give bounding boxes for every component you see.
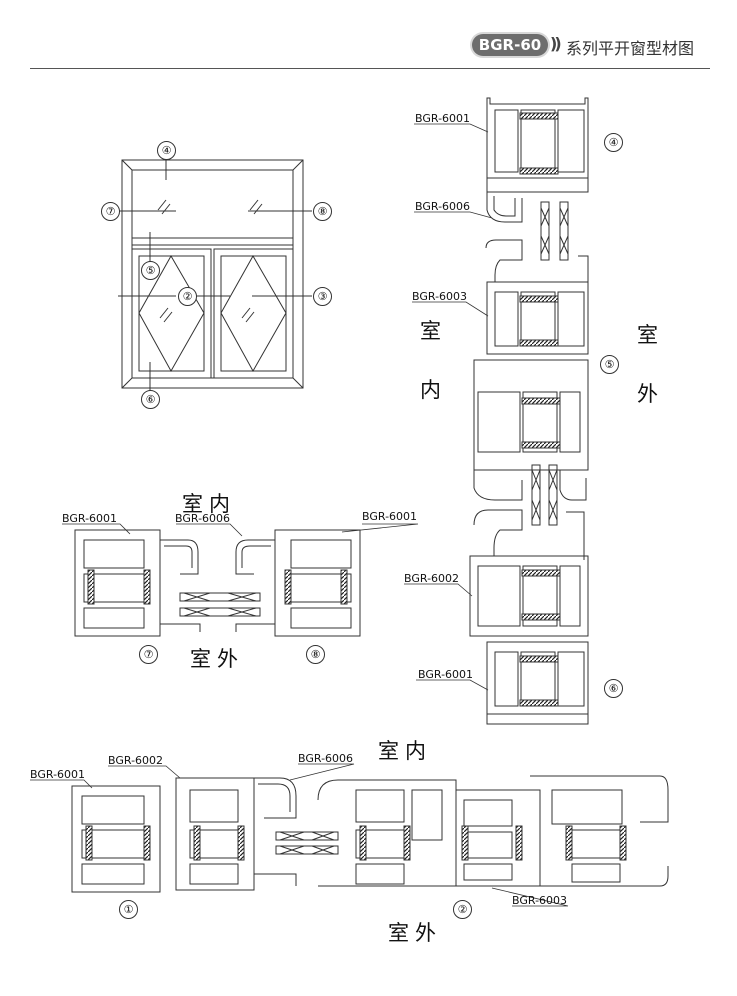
profile-label: BGR-6001 bbox=[30, 768, 86, 781]
vertical-section bbox=[469, 97, 589, 725]
label-outdoor-mid: 室外 bbox=[190, 647, 244, 671]
series-badge: BGR-60 bbox=[472, 34, 548, 56]
profile-label: BGR-6001 bbox=[362, 510, 418, 523]
profile-label: BGR-6006 bbox=[415, 200, 471, 213]
page-header: BGR-60 )) 系列平开窗型材图 bbox=[0, 0, 737, 72]
page-title: 系列平开窗型材图 bbox=[566, 39, 695, 58]
profile-label: BGR-6001 bbox=[418, 668, 474, 681]
profile-label: BGR-6002 bbox=[404, 572, 460, 585]
marker-2: ② bbox=[178, 287, 197, 306]
bottom-section bbox=[71, 775, 669, 893]
marker-5: ⑤ bbox=[600, 355, 619, 374]
marker-8: ⑧ bbox=[306, 645, 325, 664]
series-arrows: )) bbox=[550, 34, 562, 53]
marker-5: ⑤ bbox=[141, 261, 160, 280]
profile-label: BGR-6003 bbox=[412, 290, 468, 303]
leader-lines bbox=[30, 123, 569, 907]
side-section bbox=[74, 529, 361, 637]
profile-label: BGR-6001 bbox=[62, 512, 118, 525]
marker-6: ⑥ bbox=[604, 679, 623, 698]
label-indoor-mid: 室内 bbox=[182, 492, 236, 516]
profile-label: BGR-6003 bbox=[512, 894, 568, 907]
marker-7: ⑦ bbox=[101, 202, 120, 221]
profile-label: BGR-6001 bbox=[415, 112, 471, 125]
profile-label: BGR-6006 bbox=[175, 512, 231, 525]
marker-2: ② bbox=[453, 900, 472, 919]
profile-label: BGR-6006 bbox=[298, 752, 354, 765]
header-divider bbox=[30, 68, 710, 69]
window-elevation bbox=[118, 158, 312, 392]
marker-3: ③ bbox=[313, 287, 332, 306]
marker-7: ⑦ bbox=[139, 645, 158, 664]
marker-4: ④ bbox=[157, 141, 176, 160]
profile-label: BGR-6002 bbox=[108, 754, 164, 767]
marker-8: ⑧ bbox=[313, 202, 332, 221]
marker-4: ④ bbox=[604, 133, 623, 152]
marker-6: ⑥ bbox=[141, 390, 160, 409]
marker-1: ① bbox=[119, 900, 138, 919]
label-outdoor-char1: 室 bbox=[637, 323, 664, 347]
label-indoor-char2: 内 bbox=[420, 378, 447, 402]
label-indoor-bottom: 室内 bbox=[378, 739, 432, 763]
label-indoor-char1: 室 bbox=[420, 319, 447, 343]
label-outdoor-char2: 外 bbox=[637, 382, 664, 406]
label-outdoor-bottom: 室外 bbox=[388, 921, 442, 945]
